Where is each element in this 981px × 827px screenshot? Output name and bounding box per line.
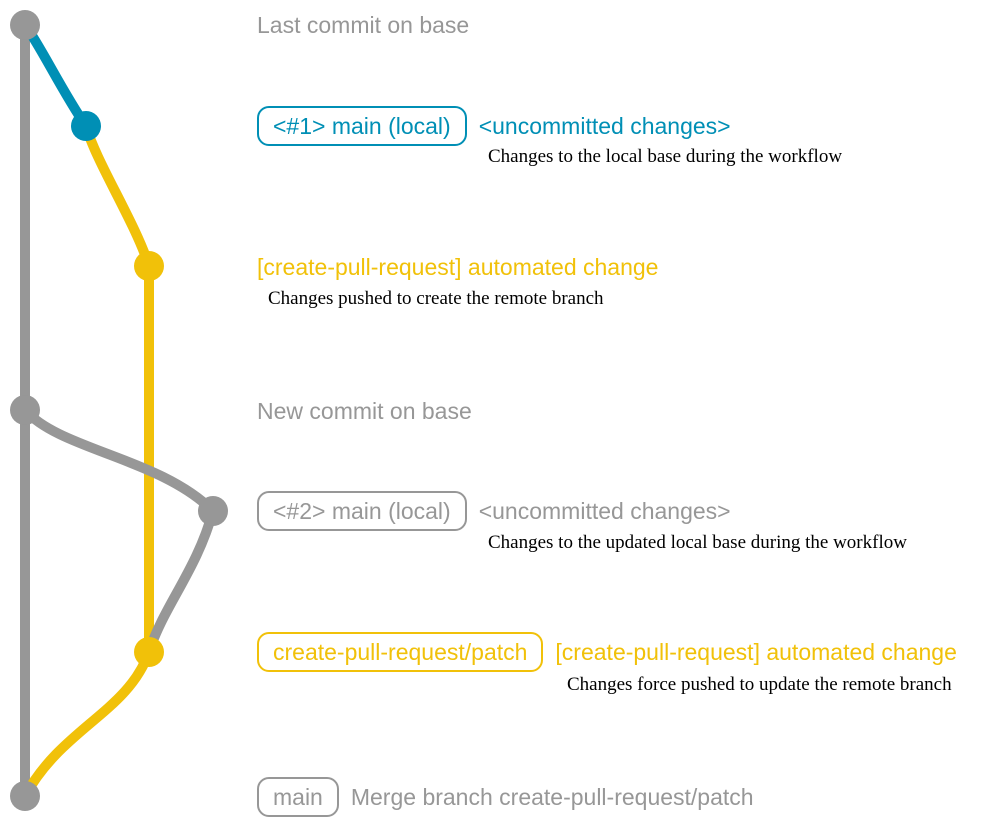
commit-graph: [10, 10, 228, 811]
commit-message-automated-change-2: [create-pull-request] automated change: [555, 639, 957, 665]
note-force-push-update-remote-branch: Changes force pushed to update the remot…: [567, 674, 952, 695]
commit-dot-local-main-2: [198, 496, 228, 526]
commit-message-automated-change-1: [create-pull-request] automated change: [257, 254, 659, 280]
heading-last-commit-on-base: Last commit on base: [257, 12, 470, 38]
commit-dot-new-base: [10, 395, 40, 425]
commit-dot-merge: [10, 781, 40, 811]
commit-message-merge-branch: Merge branch create-pull-request/patch: [350, 784, 754, 810]
branch-label-create-pull-request-patch: create-pull-request/patch: [257, 632, 544, 672]
note-push-create-remote-branch: Changes pushed to create the remote bran…: [268, 288, 604, 309]
row-local-main-1: <#1> main (local) <uncommitted changes>: [257, 106, 731, 146]
status-uncommitted-changes-1: <uncommitted changes>: [478, 113, 731, 139]
branch-label-main: main: [257, 777, 339, 817]
commit-dot-local-main-1: [71, 111, 101, 141]
row-patch-branch: create-pull-request/patch [create-pull-r…: [257, 632, 957, 672]
branch-label-main-local-2: <#2> main (local): [257, 491, 467, 531]
row-local-main-2: <#2> main (local) <uncommitted changes>: [257, 491, 731, 531]
commit-dot-patch-2: [134, 637, 164, 667]
branch-label-main-local-1: <#1> main (local): [257, 106, 467, 146]
patch-branch-curve-from-local: [81, 121, 154, 271]
patch-rebase-curve: [144, 506, 218, 657]
note-local-base-changes-1: Changes to the local base during the wor…: [488, 146, 843, 167]
local-main-branch-curve: [20, 20, 91, 131]
note-updated-local-base-changes: Changes to the updated local base during…: [488, 532, 907, 553]
row-merge: main Merge branch create-pull-request/pa…: [257, 777, 754, 817]
commit-dot-patch-1: [134, 251, 164, 281]
patch-merge-curve: [20, 647, 154, 801]
base-fork-curve: [20, 405, 218, 516]
commit-dot-last-base: [10, 10, 40, 40]
heading-new-commit-on-base: New commit on base: [257, 398, 472, 424]
status-uncommitted-changes-2: <uncommitted changes>: [478, 498, 731, 524]
